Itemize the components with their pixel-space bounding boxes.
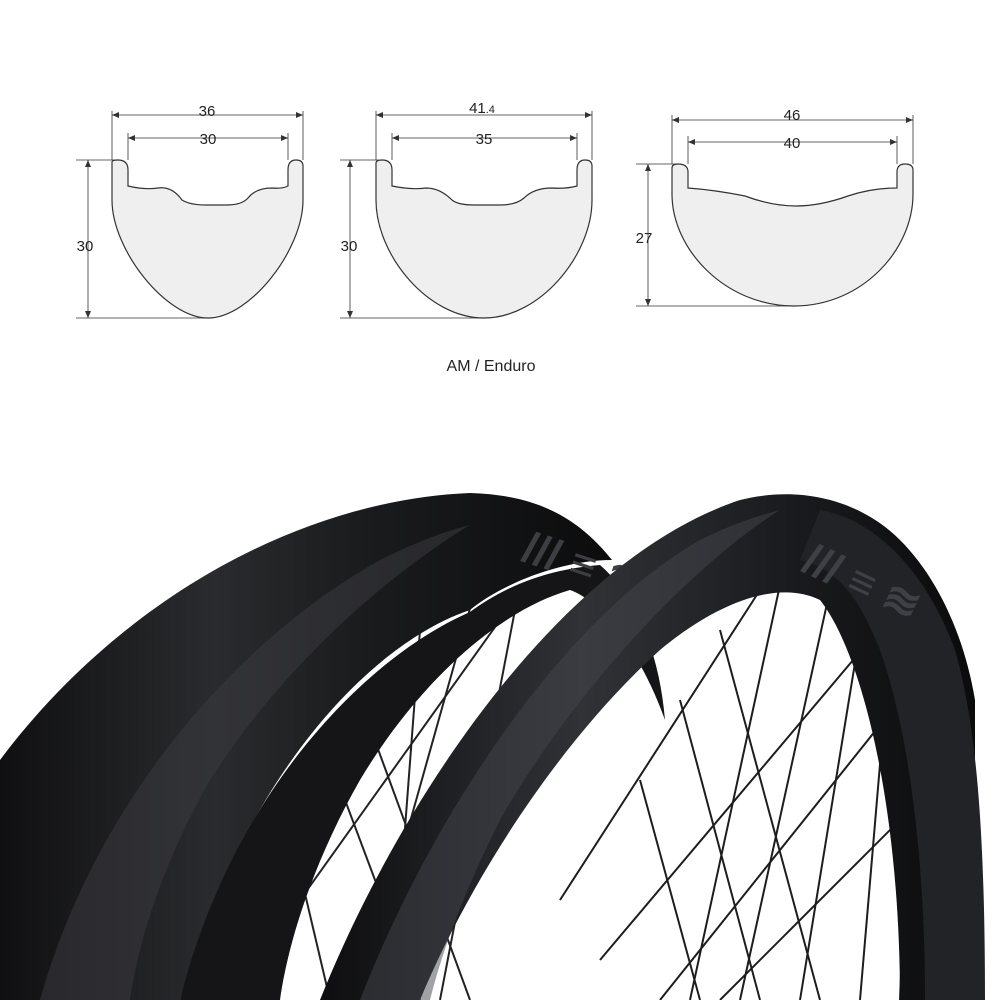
profile-2-inner-width: 35 xyxy=(476,131,493,148)
wheel-2-spokes xyxy=(559,584,921,1000)
profile-2-outer-width-main: 41 xyxy=(469,100,486,117)
profile-2-outer-width-decimal: .4 xyxy=(486,104,495,116)
profile-1-inner-width: 30 xyxy=(200,131,217,148)
profile-2-outer-width: 41.4 xyxy=(469,100,495,117)
rim-profile-1: 36 30 30 xyxy=(76,103,304,319)
wheel-2-rim-face xyxy=(800,510,985,1000)
rim-profile-2: 41.4 35 30 xyxy=(340,100,593,319)
profile-3-outer-width: 46 xyxy=(784,107,801,124)
profile-3-depth: 27 xyxy=(636,230,653,247)
profile-1-outer-width: 36 xyxy=(199,103,216,120)
profile-1-depth: 30 xyxy=(77,238,94,255)
wheel-photo: /// ≡ ≋ /// ≡ ≋ xyxy=(0,493,985,1000)
wheel-1-rim-highlight xyxy=(40,525,470,1000)
profile-2-depth: 30 xyxy=(341,238,358,255)
wheel-2-rim-highlight xyxy=(360,510,780,1000)
rim-profile-3: 46 40 27 xyxy=(636,107,914,307)
rim-profile-3-shape xyxy=(671,163,914,307)
category-caption: AM / Enduro xyxy=(447,358,536,375)
profile-3-inner-width: 40 xyxy=(784,135,801,152)
rim-profile-2-shape xyxy=(375,159,593,319)
wheel-1-rim-inner-edge xyxy=(180,565,665,1000)
rim-profile-1-shape xyxy=(111,159,304,319)
